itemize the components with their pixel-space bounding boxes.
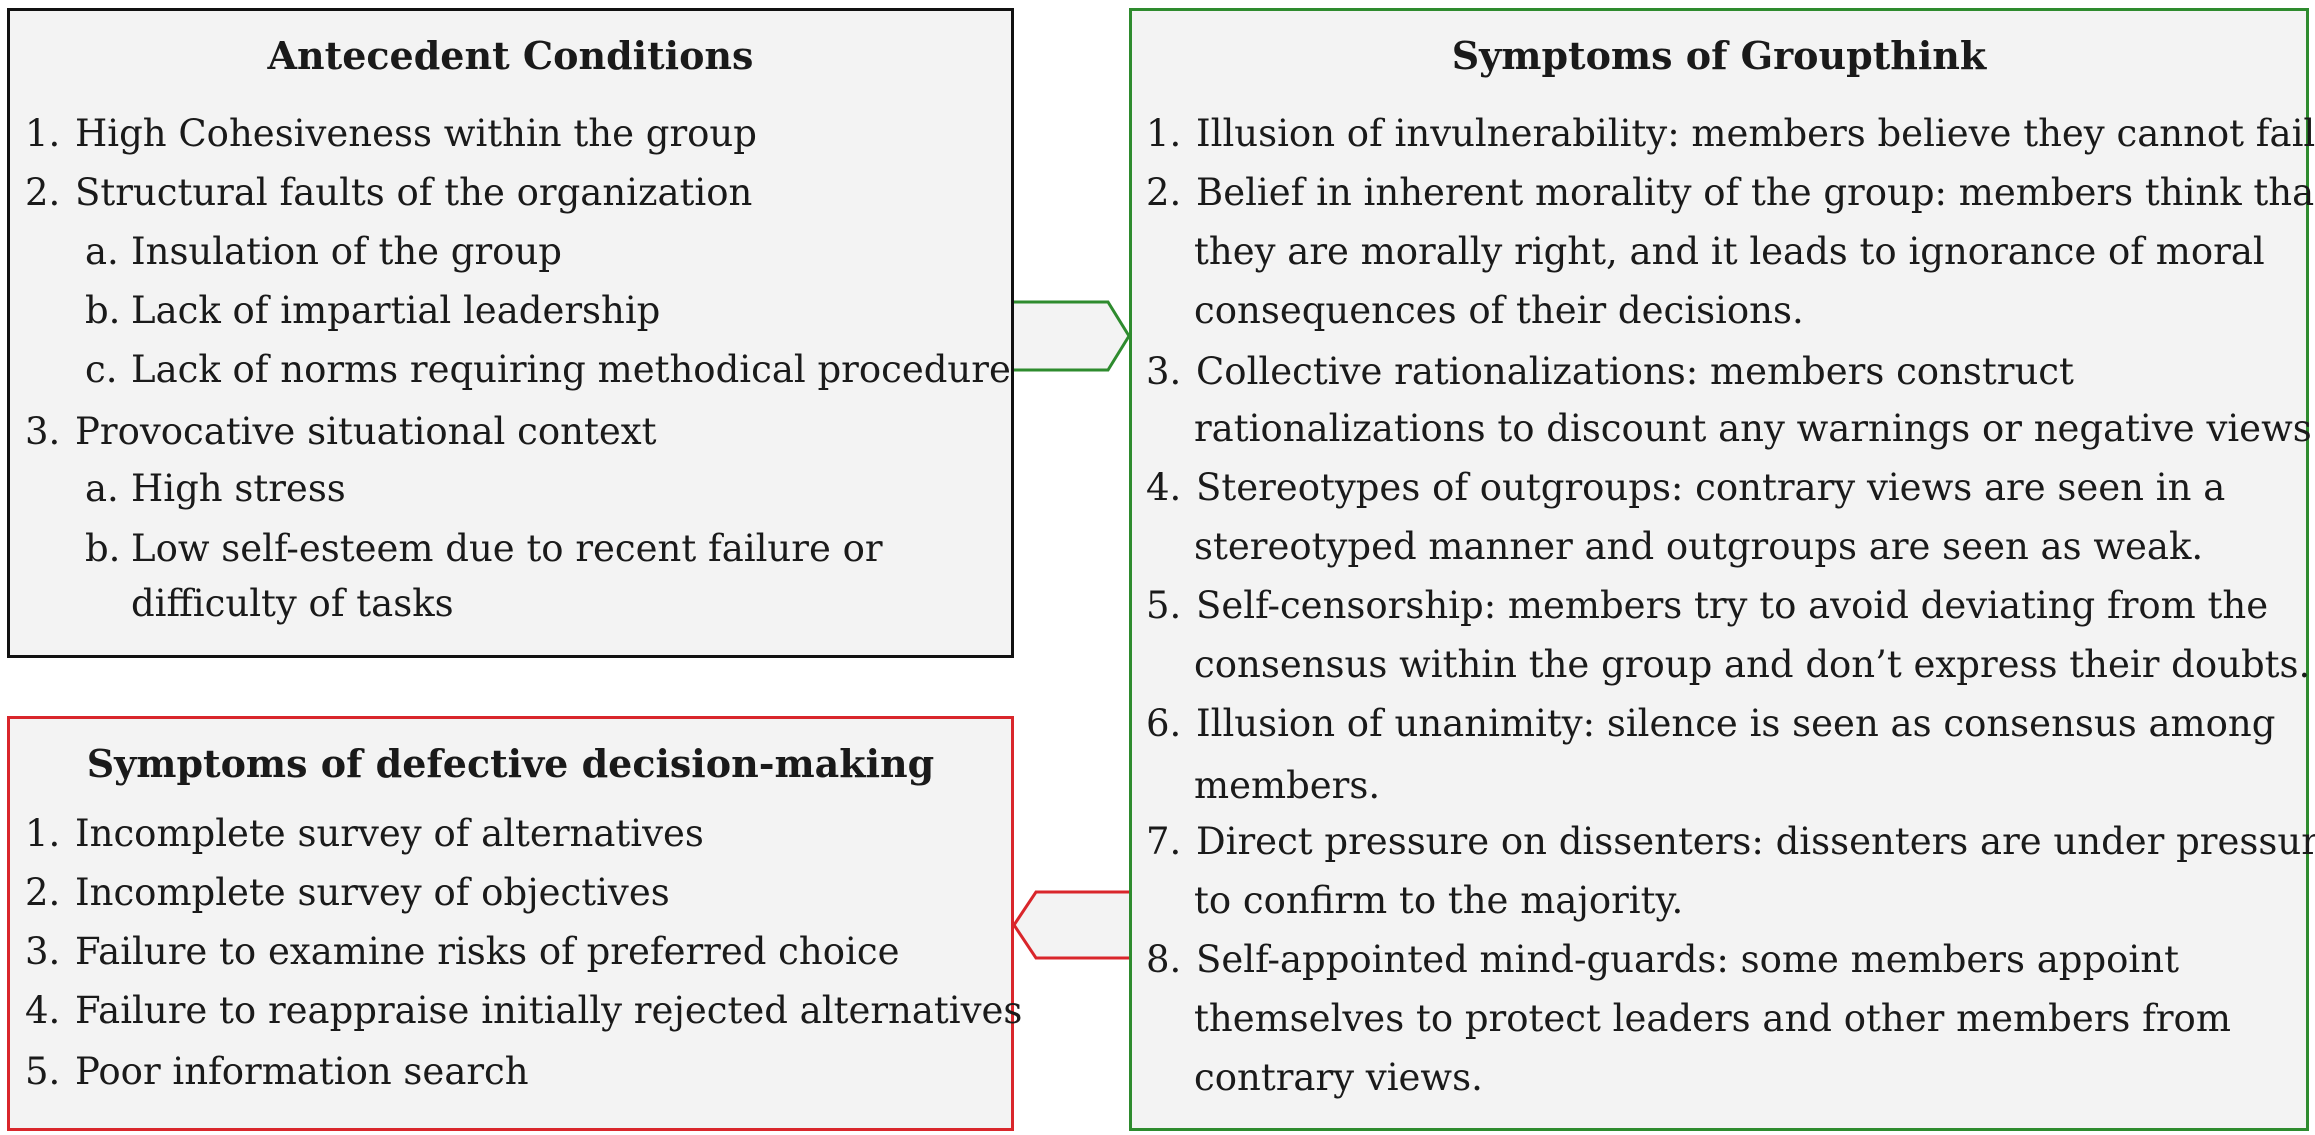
antecedent-item-text: Structural faults of the organization xyxy=(75,171,753,214)
groupthink-item-text: consequences of their decisions. xyxy=(1194,289,1804,332)
antecedent-subitem-text: High stress xyxy=(131,467,346,510)
groupthink-item-number: 3. xyxy=(1146,350,1182,393)
groupthink-item-text: Stereotypes of outgroups: contrary views… xyxy=(1196,466,2226,509)
defective-decision-making-title: Symptoms of defective decision-making xyxy=(86,741,935,786)
antecedent-item-text: Provocative situational context xyxy=(75,410,657,453)
antecedent-conditions-box: Antecedent Conditions 1. High Cohesivene… xyxy=(7,8,1014,658)
defective-item-number: 1. xyxy=(25,812,61,855)
groupthink-item-text: stereotyped manner and outgroups are see… xyxy=(1194,525,2204,568)
defective-item-text: Failure to examine risks of preferred ch… xyxy=(75,930,900,973)
defective-item-number: 3. xyxy=(25,930,61,973)
groupthink-item-number: 8. xyxy=(1146,938,1182,981)
groupthink-item-text: contrary views. xyxy=(1194,1056,1483,1099)
antecedent-item-number: 3. xyxy=(25,410,61,453)
groupthink-item-text: to confirm to the majority. xyxy=(1194,879,1684,922)
groupthink-item-text: they are morally right, and it leads to … xyxy=(1194,230,2265,273)
symptoms-of-groupthink-title: Symptoms of Groupthink xyxy=(1451,33,1987,78)
symptoms-of-groupthink-box: Symptoms of Groupthink 1. Illusion of in… xyxy=(1129,8,2315,1131)
antecedent-subitem-letter: a. xyxy=(85,467,119,510)
defective-item-text: Incomplete survey of alternatives xyxy=(75,812,704,855)
antecedent-subitem-text: difficulty of tasks xyxy=(131,582,454,625)
groupthink-item-number: 7. xyxy=(1146,820,1182,863)
groupthink-item-number: 2. xyxy=(1146,171,1182,214)
antecedent-subitem-letter: b. xyxy=(85,527,121,570)
groupthink-item-text: Belief in inherent morality of the group… xyxy=(1196,171,2315,214)
groupthink-item-text: themselves to protect leaders and other … xyxy=(1194,997,2231,1040)
defective-item-number: 5. xyxy=(25,1050,61,1093)
antecedent-subitem-text: Insulation of the group xyxy=(131,230,562,273)
antecedent-subitem-letter: b. xyxy=(85,289,121,332)
groupthink-item-number: 1. xyxy=(1146,112,1182,155)
antecedent-subitem-text: Lack of impartial leadership xyxy=(131,289,661,332)
antecedent-conditions-title: Antecedent Conditions xyxy=(267,33,754,78)
antecedent-subitem-text: Low self-esteem due to recent failure or xyxy=(131,527,883,570)
groupthink-item-text: Direct pressure on dissenters: dissenter… xyxy=(1196,820,2315,863)
groupthink-item-text: consensus within the group and don’t exp… xyxy=(1194,643,2311,686)
groupthink-to-defective-arrow xyxy=(1012,890,1129,960)
antecedent-subitem-text: Lack of norms requiring methodical proce… xyxy=(131,348,1011,391)
defective-item-number: 2. xyxy=(25,871,61,914)
defective-item-text: Incomplete survey of objectives xyxy=(75,871,670,914)
groupthink-item-number: 6. xyxy=(1146,702,1182,745)
antecedent-subitem-letter: a. xyxy=(85,230,119,273)
antecedent-to-groupthink-arrow xyxy=(1014,300,1131,372)
antecedent-item-number: 2. xyxy=(25,171,61,214)
defective-item-text: Failure to reappraise initially rejected… xyxy=(75,989,1023,1032)
groupthink-item-text: rationalizations to discount any warning… xyxy=(1194,407,2315,450)
defective-item-text: Poor information search xyxy=(75,1050,529,1093)
defective-decision-making-box: Symptoms of defective decision-making 1.… xyxy=(7,716,1022,1131)
antecedent-item-text: High Cohesiveness within the group xyxy=(75,112,757,155)
groupthink-item-text: Self-appointed mind-guards: some members… xyxy=(1196,938,2179,981)
groupthink-item-number: 5. xyxy=(1146,584,1182,627)
defective-item-number: 4. xyxy=(25,989,61,1032)
groupthink-item-text: Illusion of unanimity: silence is seen a… xyxy=(1196,702,2276,745)
groupthink-item-number: 4. xyxy=(1146,466,1182,509)
groupthink-item-text: Collective rationalizations: members con… xyxy=(1196,350,2074,393)
antecedent-item-number: 1. xyxy=(25,112,61,155)
groupthink-item-text: Self-censorship: members try to avoid de… xyxy=(1196,584,2269,627)
groupthink-item-text: members. xyxy=(1194,764,1381,807)
groupthink-item-text: Illusion of invulnerability: members bel… xyxy=(1196,112,2315,155)
antecedent-subitem-letter: c. xyxy=(85,348,118,391)
